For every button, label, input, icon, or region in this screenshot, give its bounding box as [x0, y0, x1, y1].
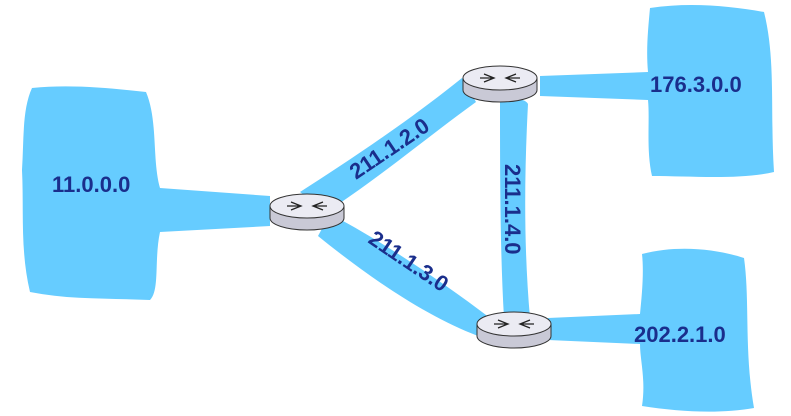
network-top-right	[540, 5, 774, 178]
router-icon[interactable]	[269, 193, 345, 231]
network-bottom-right	[548, 248, 754, 412]
link-label-top: 211.1.2.0	[345, 113, 434, 184]
network-label-top-right: 176.3.0.0	[650, 72, 742, 97]
link-right	[500, 98, 530, 318]
network-label-bottom-right: 202.2.1.0	[634, 322, 726, 347]
link-label-right: 211.1.4.0	[500, 164, 525, 255]
network-left	[22, 86, 270, 301]
link-top	[300, 78, 476, 212]
router-icon[interactable]	[476, 311, 552, 349]
router-icon[interactable]	[462, 65, 538, 103]
network-label-left: 11.0.0.0	[52, 172, 130, 197]
link-bottom	[318, 214, 490, 336]
